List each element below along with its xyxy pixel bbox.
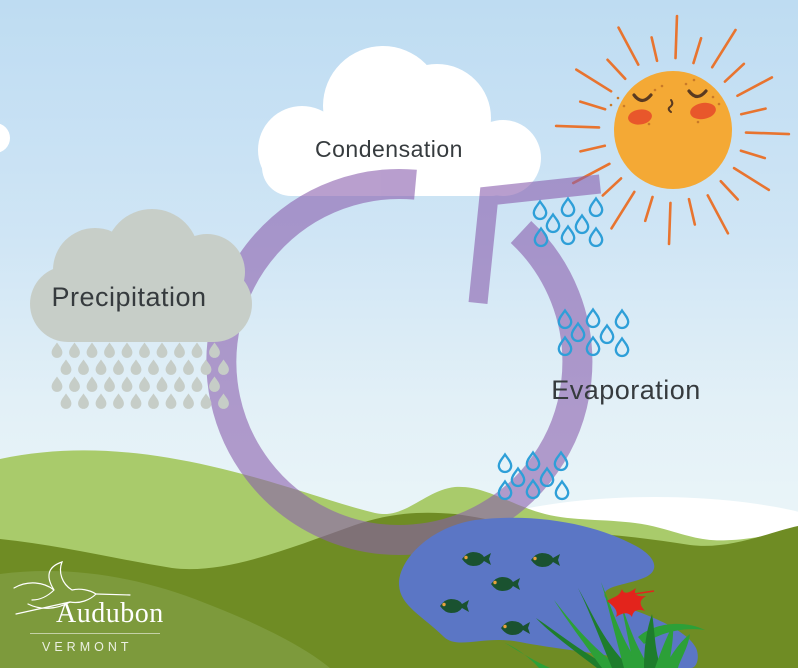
- red-flower-icon: [607, 588, 655, 617]
- sun-rays: [554, 14, 791, 246]
- sun-freckles: [609, 78, 721, 126]
- sun-cheek-left: [628, 109, 652, 125]
- cycle-arrow-arc: [206, 169, 593, 555]
- hill-foreground-left: [0, 571, 330, 668]
- heron-icon: [13, 561, 131, 615]
- precipitation-cloud-icon: [30, 209, 252, 342]
- sun-eye-right: [687, 89, 708, 99]
- label-precipitation: Precipitation: [51, 282, 207, 312]
- small-cloud-left-icon: [0, 123, 10, 153]
- logo-divider: [30, 633, 160, 634]
- sun-face: [609, 78, 721, 126]
- logo-org-name: Audubon: [56, 598, 164, 629]
- sun-icon: [554, 14, 791, 246]
- pond-plant: [505, 582, 705, 668]
- sun-cheek-right: [690, 102, 716, 120]
- cycle-arrow-ring: [206, 169, 602, 555]
- condensation-cloud-icon: [258, 46, 541, 196]
- label-evaporation: Evaporation: [551, 375, 701, 405]
- arrow-head-icon: [468, 174, 602, 304]
- logo-region-name: VERMONT: [42, 640, 133, 654]
- pond: [398, 517, 698, 668]
- label-condensation: Condensation: [315, 136, 463, 162]
- sun-nose: [667, 99, 674, 113]
- sun-eye-left: [632, 93, 653, 103]
